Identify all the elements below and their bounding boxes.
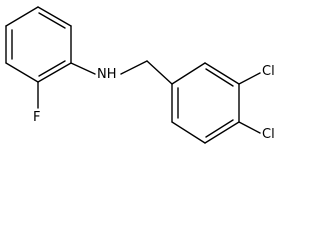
double-bond-inner	[205, 119, 234, 138]
dichlorophenyl-ring	[171, 62, 240, 144]
bond	[171, 62, 206, 85]
ch2-ring-bond	[146, 60, 173, 85]
c3-cl-bond	[238, 72, 261, 85]
bond	[37, 6, 72, 27]
amine-label: NH	[97, 67, 117, 82]
bond	[5, 62, 39, 83]
double-bond-inner	[38, 60, 66, 77]
c4-cl-bond	[238, 121, 261, 134]
c-n-bond	[70, 62, 96, 75]
structure-canvas: F NH Cl Cl	[5, 6, 275, 144]
chlorine-label-3: Cl	[262, 64, 275, 79]
fluorine-label: F	[33, 110, 40, 125]
double-bond-inner	[38, 12, 66, 29]
chlorine-label-4: Cl	[262, 127, 275, 142]
bond	[204, 121, 240, 144]
fluorophenyl-ring	[5, 6, 72, 83]
bond	[204, 62, 240, 85]
molecule-structure: F NH Cl Cl	[5, 6, 275, 144]
n-ch2-bond	[120, 60, 148, 75]
double-bond-inner	[205, 68, 234, 87]
bond	[37, 62, 72, 83]
bond	[5, 6, 39, 27]
bond	[171, 121, 206, 144]
